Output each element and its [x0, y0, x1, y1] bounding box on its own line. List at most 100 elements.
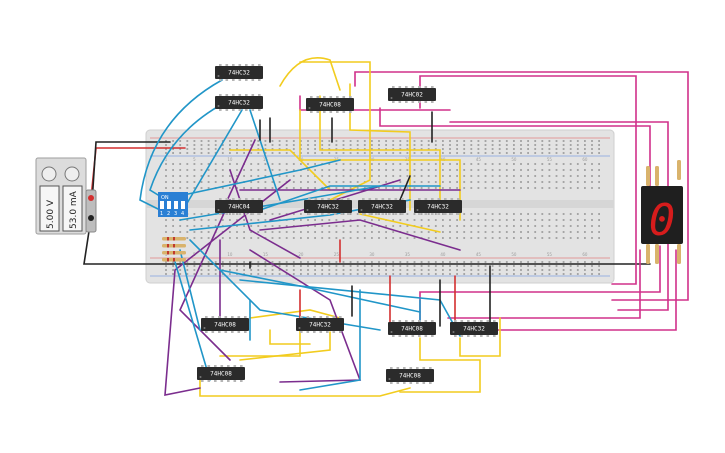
- chip-label: 74HC32: [463, 326, 485, 333]
- segment-wire[interactable]: [447, 249, 641, 319]
- current-readout: 53.0 mA: [69, 190, 79, 229]
- logic-chip[interactable]: 74HC08: [197, 365, 245, 382]
- power-supply[interactable]: 5.00 V 53.0 mA: [35, 157, 97, 235]
- column-number: 10: [227, 157, 233, 162]
- column-number: 55: [547, 157, 553, 162]
- segment-wire[interactable]: [497, 249, 677, 331]
- dip-switch-num-4: 4: [181, 211, 184, 217]
- breadboard-holes: [165, 140, 600, 275]
- column-number: 15: [263, 157, 269, 162]
- column-number: 50: [511, 157, 517, 162]
- column-number: 60: [582, 157, 588, 162]
- logic-chip[interactable]: 74HC32: [296, 316, 344, 333]
- voltage-readout: 5.00 V: [46, 199, 56, 229]
- column-number: 60: [582, 252, 588, 257]
- column-number: 30: [369, 252, 375, 257]
- chip-label: 74HC04: [228, 204, 250, 211]
- dip-toggle-4[interactable]: [181, 201, 185, 209]
- logic-chip[interactable]: 74HC32: [215, 94, 263, 111]
- logic-chips: 74HC32 74HC32 74HC08 74HC02 74HC04 74HC32 74HC…: [197, 64, 498, 384]
- voltage-display: [39, 185, 60, 232]
- column-number: 35: [405, 252, 411, 257]
- positive-terminal[interactable]: [88, 195, 94, 201]
- column-number: 20: [298, 252, 304, 257]
- signal-wire[interactable]: [224, 139, 256, 206]
- signal-wire[interactable]: [459, 317, 501, 357]
- dip-switch-num-1: 1: [160, 211, 163, 217]
- dip-switch-num-3: 3: [174, 211, 177, 217]
- chip-label: 74HC32: [309, 322, 331, 329]
- signal-wire[interactable]: [249, 109, 281, 201]
- column-number: 55: [547, 252, 553, 257]
- current-display: [62, 185, 83, 232]
- logic-chip[interactable]: 74HC08: [386, 367, 434, 384]
- logic-chip[interactable]: 74HC32: [358, 198, 406, 215]
- signal-wire[interactable]: [174, 261, 211, 381]
- logic-chip[interactable]: 74HC32: [414, 198, 462, 215]
- signal-wire[interactable]: [299, 289, 361, 391]
- column-number: 15: [263, 252, 269, 257]
- chip-label: 74HC08: [214, 322, 236, 329]
- logic-chip[interactable]: 74HC08: [201, 316, 249, 333]
- logic-chip[interactable]: 74HC32: [304, 198, 352, 215]
- signal-wire[interactable]: [229, 169, 301, 259]
- signal-wire[interactable]: [279, 57, 341, 91]
- chip-label: 74HC08: [399, 373, 421, 380]
- column-number: 45: [476, 157, 482, 162]
- ground-wire[interactable]: [83, 217, 651, 265]
- seven-segment-display[interactable]: 0: [641, 186, 683, 246]
- signal-wire[interactable]: [399, 337, 481, 393]
- segment-wire[interactable]: [354, 71, 689, 301]
- chip-label: 74HC08: [401, 326, 423, 333]
- dip-switch-on-label: ON: [161, 195, 169, 201]
- dip-switch-num-2: 2: [167, 211, 170, 217]
- dip-toggle-2[interactable]: [167, 201, 171, 209]
- segment-wire[interactable]: [379, 107, 651, 187]
- signal-wire[interactable]: [159, 159, 341, 201]
- logic-chip[interactable]: 74HC08: [388, 320, 436, 337]
- column-number: 40: [440, 252, 446, 257]
- signal-wire[interactable]: [249, 249, 362, 383]
- signal-wire[interactable]: [179, 199, 231, 361]
- column-number: 45: [476, 252, 482, 257]
- column-number: 25: [334, 252, 340, 257]
- negative-terminal[interactable]: [88, 215, 94, 221]
- chip-label: 74HC32: [228, 100, 250, 107]
- dip-switch[interactable]: ON 1 2 3 4: [158, 192, 188, 217]
- signal-wire[interactable]: [319, 95, 441, 201]
- signal-wire[interactable]: [219, 327, 301, 357]
- signal-wire[interactable]: [259, 219, 461, 251]
- signal-wire[interactable]: [359, 213, 441, 233]
- signal-wire[interactable]: [199, 375, 411, 397]
- column-number: 50: [511, 252, 517, 257]
- signal-wire[interactable]: [219, 269, 421, 313]
- chip-label: 74HC32: [317, 204, 339, 211]
- chip-label: 74HC32: [371, 204, 393, 211]
- display-resistors[interactable]: [646, 160, 681, 264]
- logic-chip[interactable]: 74HC02: [388, 86, 436, 103]
- logic-chip[interactable]: 74HC08: [306, 96, 354, 113]
- column-number: 1: [165, 157, 168, 162]
- column-number: 10: [227, 252, 233, 257]
- signal-wire[interactable]: [259, 185, 441, 211]
- logic-chip[interactable]: 74HC32: [450, 320, 498, 337]
- input-resistors[interactable]: [162, 237, 186, 262]
- chip-label: 74HC08: [210, 371, 232, 378]
- signal-wire[interactable]: [269, 329, 311, 345]
- signal-wire[interactable]: [185, 109, 243, 206]
- column-number: 5: [193, 157, 196, 162]
- signal-wire[interactable]: [239, 331, 331, 361]
- ground-wire[interactable]: [399, 175, 411, 201]
- dip-toggle-3[interactable]: [174, 201, 178, 209]
- logic-chip[interactable]: 74HC04: [215, 198, 263, 215]
- signal-wire[interactable]: [139, 79, 223, 211]
- chip-label: 74HC02: [401, 92, 423, 99]
- chip-label: 74HC32: [228, 70, 250, 77]
- signal-wire[interactable]: [179, 249, 201, 331]
- signal-wire[interactable]: [249, 309, 341, 319]
- logic-chip[interactable]: 74HC32: [215, 64, 263, 81]
- dip-toggle-1[interactable]: [160, 201, 164, 209]
- chip-label: 74HC08: [319, 102, 341, 109]
- seven-segment-digit: 0: [649, 195, 676, 246]
